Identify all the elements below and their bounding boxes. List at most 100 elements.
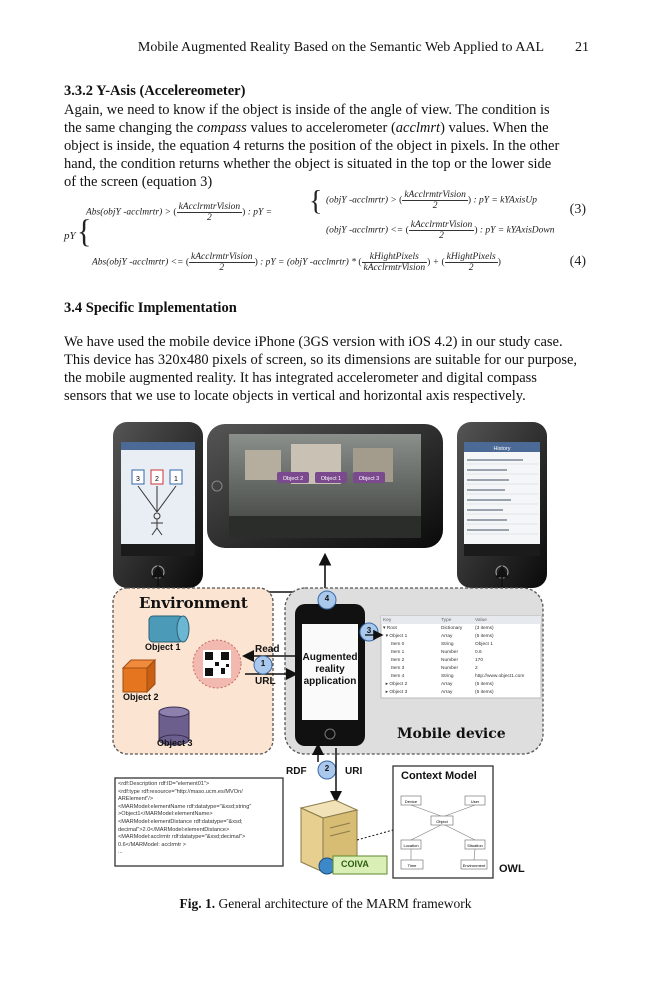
paragraph-34: We have used the mobile device iPhone (3… [64, 333, 586, 405]
ctx-node: Location [403, 843, 418, 848]
figure-architecture: 3 2 1 Object 2 Object 1 Object 3 [95, 420, 560, 885]
plist-col-header: Key [383, 618, 392, 623]
history-title: History [493, 446, 510, 452]
para-line: sensors that we use to locate objects in… [64, 388, 526, 404]
frac-den: 2 [207, 213, 212, 223]
eq-py-eq: : pY = [247, 207, 273, 218]
eq4-number: (4) [569, 254, 586, 269]
para-line: object is inside, the equation 4 returns… [64, 138, 560, 154]
frac-den: 2 [468, 263, 474, 273]
context-model-label: Context Model [401, 770, 477, 782]
ctx-node: Environment [463, 863, 486, 868]
rdf-line: <MARModel:elementDistance rdf:datatype="… [118, 818, 243, 825]
plist-cell: Item 3 [383, 666, 405, 671]
cam-box-1: 1 [174, 476, 178, 483]
rdf-line: <rdf:type rdf:resource="http://maso.ucm.… [118, 788, 243, 795]
plist-cell: Dictionary [441, 626, 463, 631]
read-label: Read [255, 644, 280, 655]
frac-den: 2 [439, 231, 444, 241]
figure-caption: Fig. 1. General architecture of the MARM… [0, 896, 651, 912]
para-line: Again, we need to know if the object is … [64, 102, 550, 118]
plist-cell: (5 items) [475, 634, 494, 639]
plist-row: ▾ Root Dictionary (3 items) [383, 625, 541, 633]
plist-col-header: Value [475, 618, 487, 623]
eq-brace-left: { [77, 213, 92, 250]
eq-cond2-mid: : pY = (objY -acclmrtr) * [260, 257, 356, 268]
plist-cell: (3 items) [475, 626, 494, 631]
object3-label: Object 3 [157, 738, 193, 748]
phone-center [207, 424, 443, 548]
qr-code-icon [192, 639, 242, 689]
ar-tag-object2: Object 2 [283, 476, 303, 482]
url-label: URL [255, 676, 276, 687]
object2-shape [121, 658, 157, 694]
environment-label: Environment [139, 594, 248, 612]
plist-cell: Item 1 [383, 650, 405, 655]
frac-den: 2 [432, 201, 438, 211]
plist-cell: String [441, 642, 454, 647]
plist-cell: ▸ Object 2 [383, 682, 408, 687]
mobile-phone [295, 604, 365, 746]
step-1-number: 1 [260, 659, 266, 668]
rdf-box [114, 777, 284, 867]
running-title: Mobile Augmented Reality Based on the Se… [137, 40, 544, 55]
plist-cell: Item 0 [383, 642, 405, 647]
caption-label: Fig. 1. [179, 896, 216, 911]
frac-den: kAcclrmtrVision [363, 263, 426, 273]
eq3-number: (3) [569, 202, 586, 217]
object1-label: Object 1 [145, 642, 181, 652]
ctx-node: User [471, 799, 480, 804]
rdf-line: 0.6</MARModel: acclrmtr > [118, 841, 187, 848]
page-number: 21 [575, 40, 589, 55]
ctx-node: Time [408, 863, 418, 868]
rdf-line: >Object1</MARModel:elementName> [118, 811, 213, 818]
rdf-line: <rdf:Description rdf:ID="element01"> [118, 781, 210, 787]
case-a-result: : pY = kYAxisUp [473, 195, 537, 206]
rdf-line: ... [118, 849, 123, 856]
owl-label: OWL [499, 863, 525, 875]
ctx-node: Object [436, 819, 448, 824]
plist-cell: Array [441, 682, 453, 687]
plist-cell: Array [441, 690, 453, 695]
rdf-line: decimal">2.0</MARModel:elementDistance> [118, 826, 230, 833]
step-2-number: 2 [324, 764, 330, 773]
eq-cond2: Abs(objY -acclmrtr) <= [92, 257, 184, 268]
plist-cell: http://www.object1.com [475, 674, 525, 679]
para-line: of the screen (equation 3) [64, 174, 213, 190]
coiva-label: COIVA [341, 859, 369, 869]
plist-cell: ▾ Object 1 [383, 634, 408, 639]
ar-tag-object3: Object 3 [359, 476, 379, 482]
plist-cell: Number [441, 650, 459, 655]
step-3-number: 3 [366, 626, 372, 635]
plist-cell: Object 1 [475, 642, 493, 647]
frac-den: 2 [219, 263, 225, 273]
plist-cell: Number [441, 666, 459, 671]
frac-num: kAcclrmtrVision [408, 220, 475, 231]
para-line: hand, the condition returns whether the … [64, 156, 552, 172]
case-b-result: : pY = kYAxisDown [479, 225, 555, 236]
plist-cell: Number [441, 658, 459, 663]
object3-shape [158, 706, 190, 746]
ar-tag-object1: Object 1 [321, 476, 341, 482]
section-heading-34: 3.4 Specific Implementation [64, 300, 237, 316]
app-label: Augmented reality application [302, 652, 358, 687]
paragraph-332: Again, we need to know if the object is … [64, 101, 586, 191]
para-line: This device has 320x480 pixels of screen… [64, 352, 578, 368]
rdf-line: <MARModel:acclrmtr rdf:datatype="&xsd;de… [118, 834, 246, 841]
step-4-number: 4 [324, 594, 330, 603]
plist-cell: ▾ Root [383, 626, 397, 631]
section-heading-332: 3.3.2 Y-Asis (Accelereometer) [64, 83, 246, 99]
rdf-text: <rdf:Description rdf:ID="element01"> <rd… [118, 781, 282, 857]
step-4-badge [317, 590, 337, 610]
object1-shape [148, 615, 190, 643]
para-line: the same changing the compass values to … [64, 120, 549, 136]
caption-text: General architecture of the MARM framewo… [215, 896, 472, 911]
plist-table [365, 615, 542, 699]
